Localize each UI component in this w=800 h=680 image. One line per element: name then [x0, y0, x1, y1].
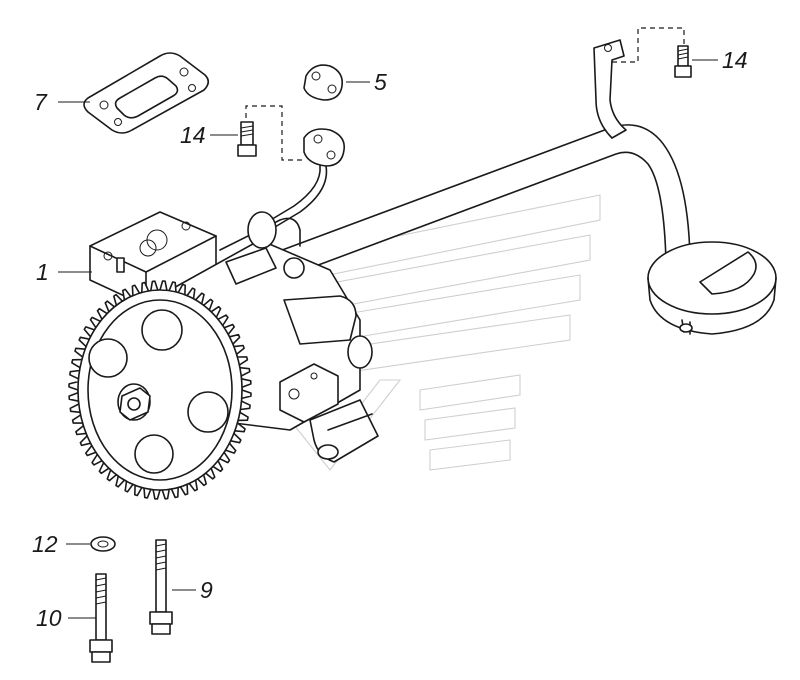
washer-12 — [90, 536, 116, 552]
callout-14-right: 14 — [722, 47, 748, 73]
drive-gear — [68, 280, 252, 500]
callout-5: 5 — [374, 69, 387, 95]
callout-1: 1 — [36, 259, 49, 285]
callout-9: 9 — [200, 577, 213, 603]
bolt-14-left — [237, 121, 257, 157]
gasket-7 — [83, 52, 210, 134]
bolt-10 — [89, 573, 113, 663]
pipe-flange — [263, 128, 346, 231]
guide-bolt-left — [245, 105, 305, 161]
bolt-14-right — [674, 45, 692, 78]
callout-14-left: 14 — [180, 122, 206, 148]
guide-bolt-right — [612, 27, 685, 63]
callout-10: 10 — [36, 605, 62, 631]
callout-12: 12 — [32, 531, 58, 557]
bolt-9 — [149, 539, 173, 635]
suction-pipe — [249, 39, 777, 335]
callout-7: 7 — [34, 89, 48, 115]
leader-lines — [58, 59, 718, 619]
gasket-5 — [303, 64, 344, 101]
